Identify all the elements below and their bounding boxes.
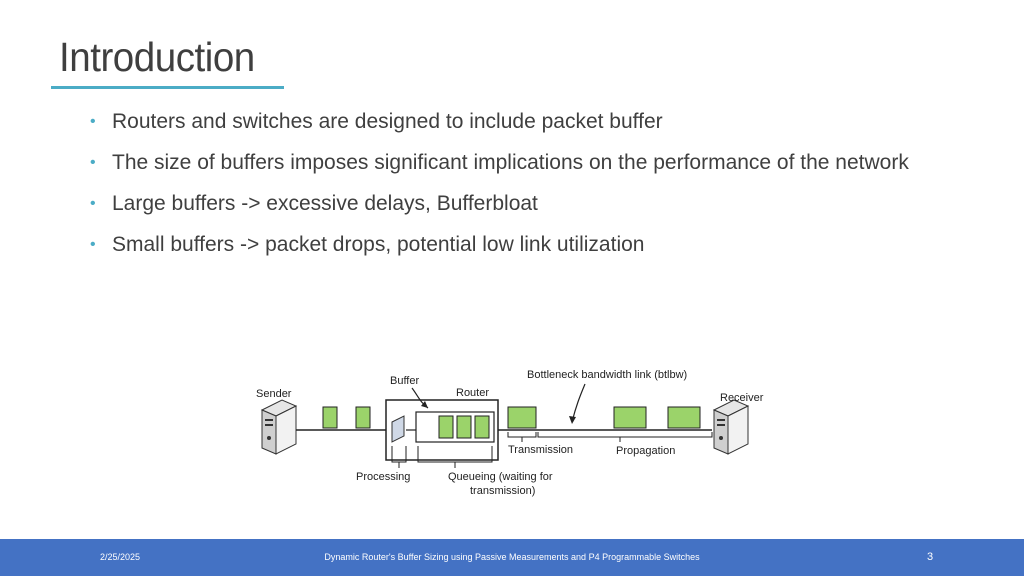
slide-title: Introduction	[59, 34, 255, 80]
page-number: 3	[927, 551, 934, 563]
footer-bar: 2/25/2025 Dynamic Router's Buffer Sizing…	[0, 539, 1024, 576]
bullet-list: • Routers and switches are designed to i…	[90, 108, 950, 272]
packet	[613, 406, 647, 429]
router-label: Router	[456, 387, 489, 399]
title-underline	[51, 86, 284, 89]
sender-label: Sender	[256, 388, 292, 400]
queueing-label-line1: Queueing (waiting for	[448, 471, 553, 483]
packet	[667, 406, 701, 429]
propagation-label: Propagation	[616, 445, 675, 457]
processing-unit-icon	[391, 415, 405, 443]
packet	[322, 406, 338, 429]
packet	[438, 415, 454, 439]
footer-date: 2/25/2025	[100, 552, 141, 562]
receiver-label: Receiver	[720, 392, 764, 404]
bullet-dot-icon: •	[90, 154, 96, 171]
packet	[355, 406, 371, 429]
bullet-item: • Small buffers -> packet drops, potenti…	[90, 231, 950, 259]
bullet-dot-icon: •	[90, 113, 96, 130]
sender-computer-icon	[260, 399, 298, 455]
bullet-item: • Large buffers -> excessive delays, Buf…	[90, 190, 950, 218]
bullet-text: Large buffers -> excessive delays, Buffe…	[112, 192, 538, 215]
footer-title: Dynamic Router's Buffer Sizing using Pas…	[324, 552, 700, 562]
network-diagram: Sender Router Buffer Bottleneck bandwidt…	[256, 369, 764, 497]
bullet-text: Routers and switches are designed to inc…	[112, 110, 663, 133]
bullet-item: • Routers and switches are designed to i…	[90, 108, 950, 136]
receiver-computer-icon	[712, 399, 750, 455]
processing-label: Processing	[356, 471, 410, 483]
bullet-text: The size of buffers imposes significant …	[112, 151, 909, 174]
queueing-label-line2: transmission)	[470, 485, 535, 497]
bottleneck-label: Bottleneck bandwidth link (btlbw)	[527, 369, 687, 381]
packet	[507, 406, 537, 429]
bullet-item: • The size of buffers imposes significan…	[90, 149, 950, 177]
packet	[456, 415, 472, 439]
buffer-label: Buffer	[390, 375, 419, 387]
bullet-dot-icon: •	[90, 236, 96, 253]
transmission-label: Transmission	[508, 444, 573, 456]
bullet-text: Small buffers -> packet drops, potential…	[112, 233, 645, 256]
bullet-dot-icon: •	[90, 195, 96, 212]
packet	[474, 415, 490, 439]
